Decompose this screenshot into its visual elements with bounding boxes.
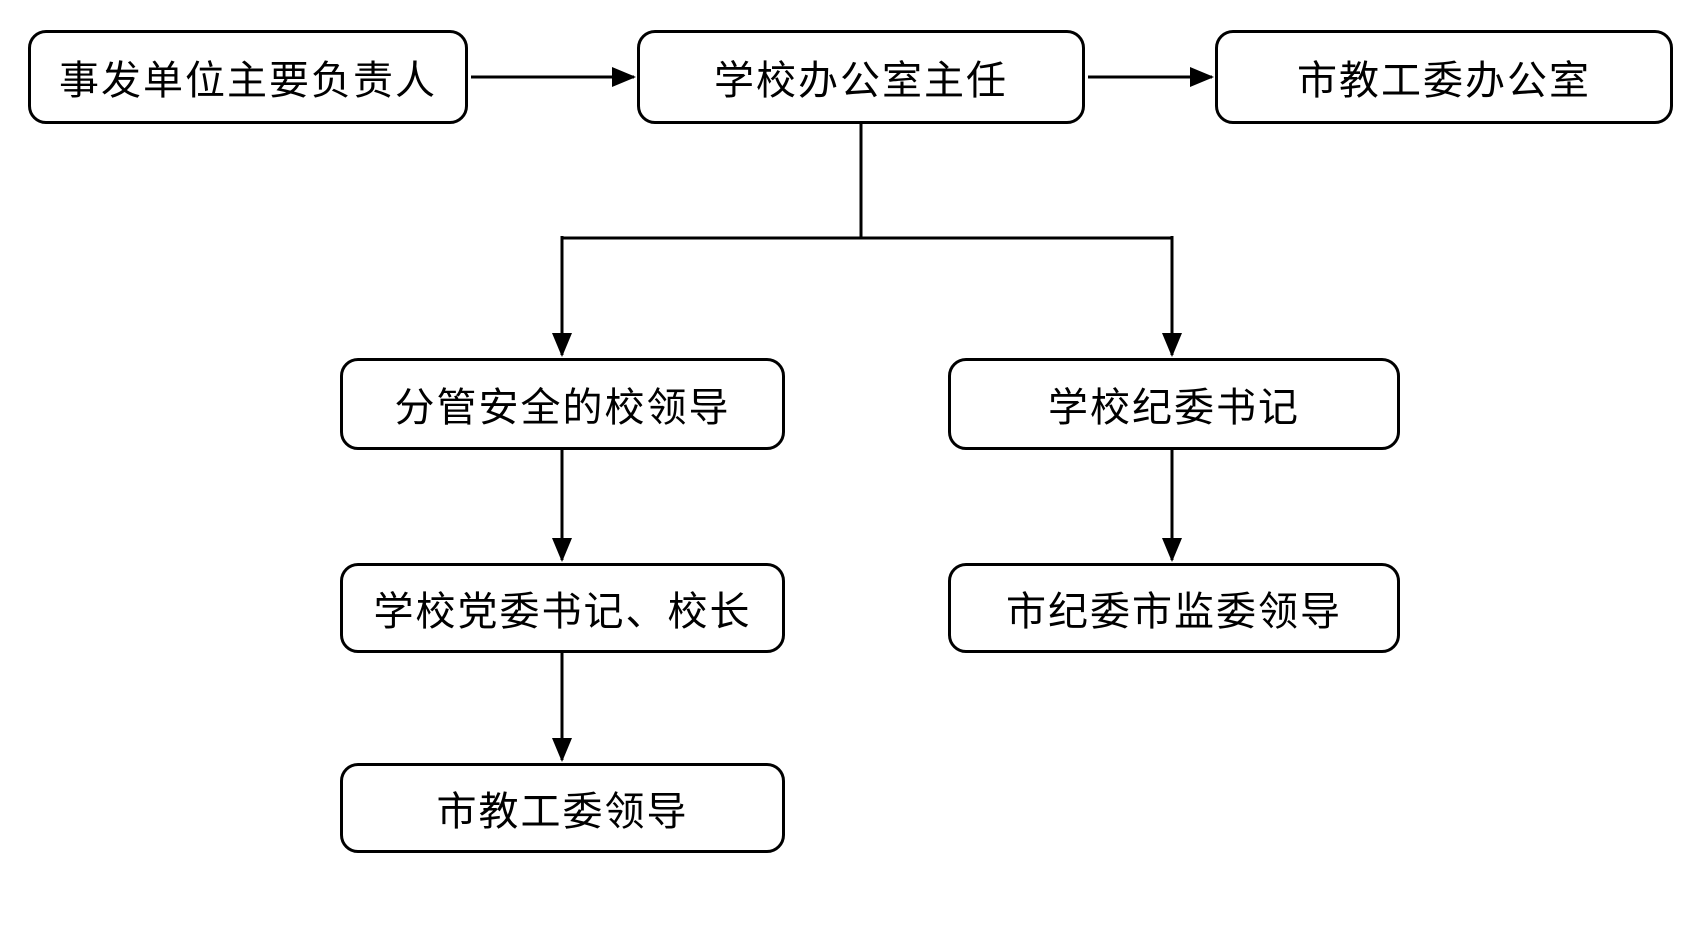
node-label: 事发单位主要负责人	[59, 59, 437, 103]
node-safety-school-leader: 分管安全的校领导	[340, 358, 785, 450]
node-label: 市教工委办公室	[1297, 59, 1591, 103]
node-school-discipline-secretary: 学校纪委书记	[948, 358, 1400, 450]
node-label: 市教工委领导	[436, 790, 689, 834]
node-label: 学校党委书记、校长	[373, 590, 752, 634]
node-city-discipline-supervision-leaders: 市纪委市监委领导	[948, 563, 1400, 653]
node-party-secretary-principal: 学校党委书记、校长	[340, 563, 785, 653]
node-label: 市纪委市监委领导	[1006, 590, 1342, 634]
node-school-office-director: 学校办公室主任	[637, 30, 1085, 124]
node-city-eduworkcommittee-leaders: 市教工委领导	[340, 763, 785, 853]
node-label: 分管安全的校领导	[394, 386, 731, 430]
node-label: 学校办公室主任	[714, 59, 1008, 103]
node-label: 学校纪委书记	[1048, 386, 1300, 430]
node-incident-unit-responsible: 事发单位主要负责人	[28, 30, 468, 124]
node-city-eduworkcommittee-office: 市教工委办公室	[1215, 30, 1673, 124]
